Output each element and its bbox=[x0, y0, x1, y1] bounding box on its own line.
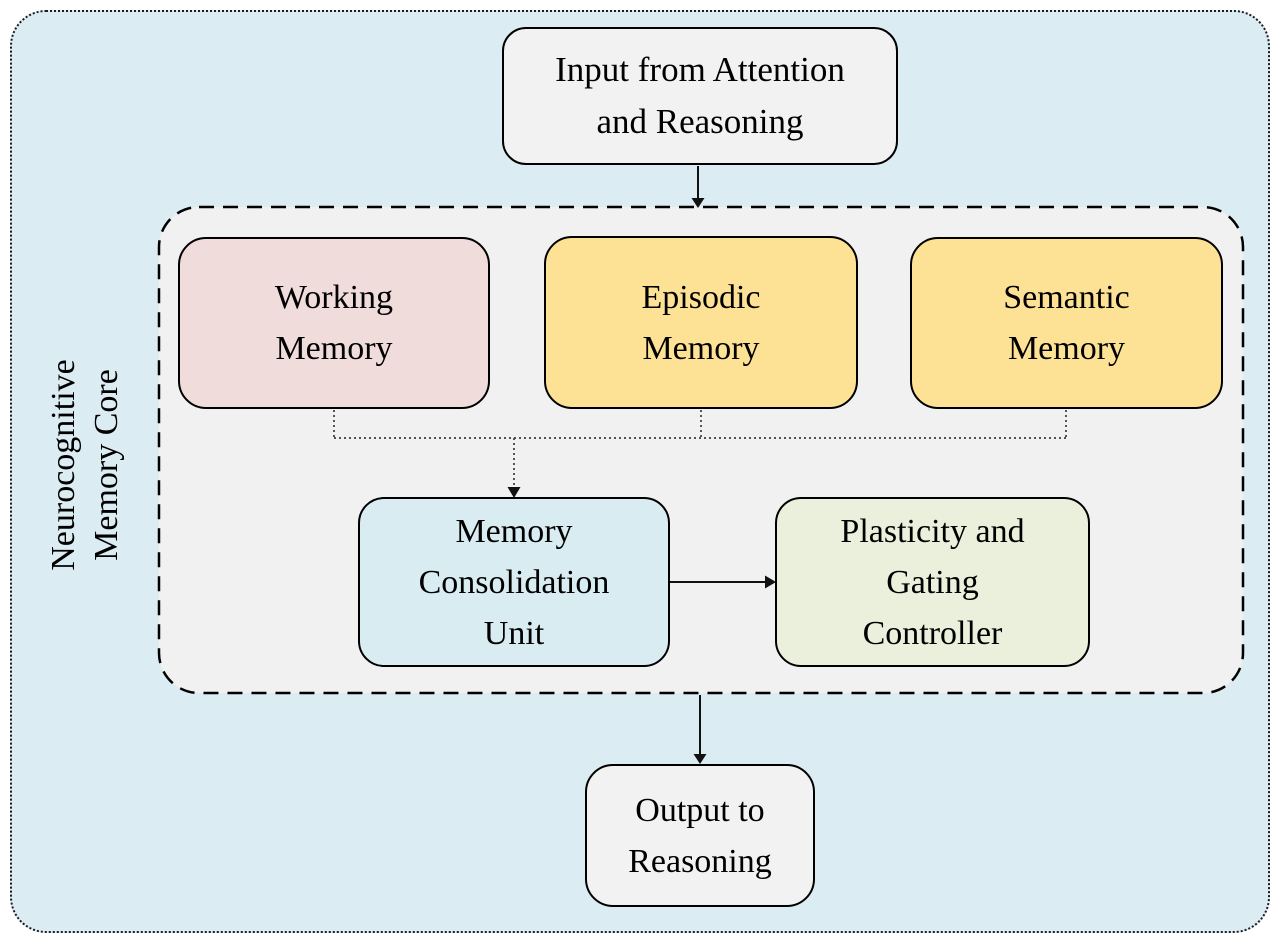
node-semantic-memory: Semantic Memory bbox=[910, 237, 1223, 409]
node-input-label: Input from Attention and Reasoning bbox=[555, 49, 845, 142]
node-episodic-memory-label: Episodic Memory bbox=[641, 278, 761, 367]
node-semantic-memory-label: Semantic Memory bbox=[1003, 279, 1130, 367]
node-input: Input from Attention and Reasoning bbox=[502, 27, 898, 165]
node-working-memory: Working Memory bbox=[178, 237, 490, 409]
memory-core-label: Neurocognitive Memory Core bbox=[44, 359, 125, 571]
node-working-memory-label: Working Memory bbox=[274, 279, 394, 367]
node-plasticity-gating-controller: Plasticity and Gating Controller bbox=[775, 497, 1090, 667]
node-episodic-memory: Episodic Memory bbox=[544, 236, 858, 409]
node-memory-consolidation-unit: Memory Consolidation Unit bbox=[358, 497, 670, 667]
node-output-label: Output to Reasoning bbox=[628, 791, 772, 880]
node-output: Output to Reasoning bbox=[585, 764, 815, 907]
node-plasticity-gating-controller-label: Plasticity and Gating Controller bbox=[840, 512, 1025, 652]
node-memory-consolidation-unit-label: Memory Consolidation Unit bbox=[418, 512, 610, 652]
